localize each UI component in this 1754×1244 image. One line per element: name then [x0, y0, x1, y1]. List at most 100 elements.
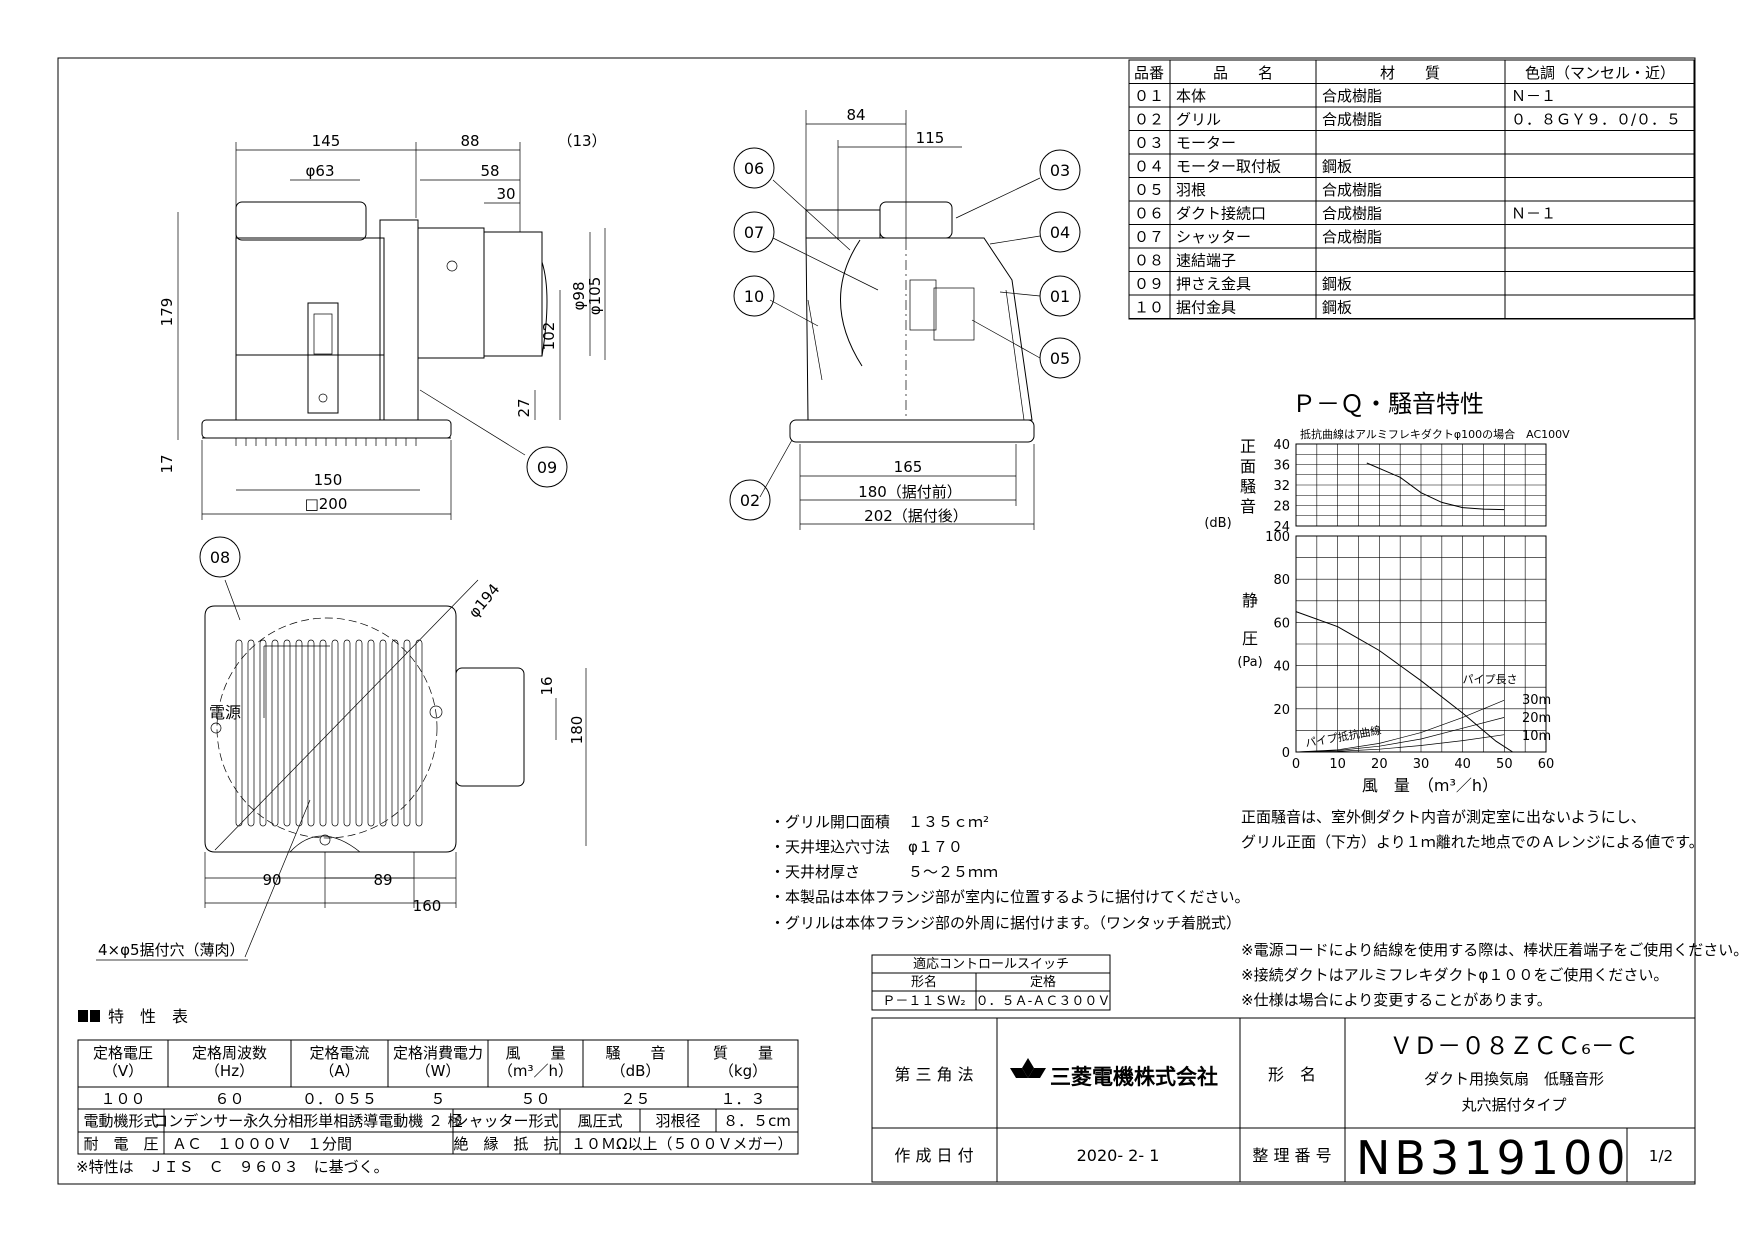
spec-value-grille-area: １３５ｃｍ²: [908, 813, 989, 831]
parts-row-material: 合成樹脂: [1322, 181, 1382, 199]
pipe-curve-label: パイプ抵抗曲線: [1304, 723, 1382, 750]
noise-tick: 28: [1273, 500, 1290, 515]
bottom-view-dims: φ194 16 180 90 89 160 電源 4×φ5据付穴（薄肉） 08: [96, 536, 586, 961]
pressure-tick: 20: [1273, 703, 1290, 718]
date-label: 作 成 日 付: [894, 1146, 973, 1165]
noise-tick: 40: [1273, 438, 1290, 453]
switch-model: Ｐ－１１ＳＷ₂: [882, 994, 965, 1009]
x-tick: 30: [1413, 757, 1430, 772]
parts-row-name: ダクト接続口: [1176, 205, 1266, 223]
model-desc-1: ダクト用換気扇 低騒音形: [1424, 1070, 1604, 1088]
parts-row-material: 合成樹脂: [1322, 228, 1382, 246]
dim-27: 27: [515, 398, 533, 417]
char-header: 定格周波数: [192, 1044, 267, 1062]
dim-165: 165: [894, 458, 923, 476]
pressure-axis-label-1: 静: [1242, 591, 1258, 610]
blade-value: ８．５cm: [723, 1112, 791, 1130]
characteristics-footnote: ※特性は ＪＩＳ Ｃ ９６０３ に基づく。: [76, 1158, 389, 1176]
noise-tick: 32: [1273, 479, 1290, 494]
noise-axis-label: 正面騒音: [1240, 437, 1256, 516]
insulation-value: １０ＭΩ以上（５００Ｖメガー）: [571, 1135, 792, 1153]
spec-label-grille-area: ・グリル開口面積: [770, 813, 890, 831]
callout-04: 04: [1050, 223, 1070, 242]
dim-84: 84: [846, 106, 865, 124]
x-tick: 20: [1371, 757, 1388, 772]
parts-row-name: モーター: [1176, 134, 1236, 152]
parts-row-color: Ｎ－１: [1511, 87, 1556, 105]
dim-180-before: 180（据付前）: [858, 483, 962, 501]
char-header-unit: （kg）: [719, 1062, 767, 1080]
switch-header-model: 形名: [911, 974, 937, 990]
withstand-label: 耐 電 圧: [83, 1135, 158, 1153]
shutter-label: シャッター形式: [453, 1112, 558, 1130]
insulation-label: 絶 縁 抵 抗: [453, 1135, 558, 1153]
switch-header-rating: 定格: [1030, 974, 1056, 990]
char-value: ０．０５５: [302, 1090, 377, 1108]
parts-header-color: 色調（マンセル・近）: [1525, 64, 1675, 82]
dim-102: 102: [540, 322, 558, 351]
spec-value-ceiling-hole: φ１７０: [908, 838, 963, 856]
parts-row-name: 羽根: [1176, 181, 1206, 199]
shutter-value: 風圧式: [577, 1112, 622, 1130]
dim-179: 179: [158, 298, 176, 327]
callout-01: 01: [1050, 287, 1070, 306]
char-header-unit: （W）: [416, 1062, 461, 1080]
projection-label: 第 三 角 法: [894, 1065, 973, 1084]
char-header-unit: （m³／h）: [498, 1062, 573, 1080]
install-note-1: ・本製品は本体フランジ部が室内に位置するように据付けてください。: [770, 888, 1250, 906]
x-tick: 60: [1538, 757, 1555, 772]
pressure-tick: 80: [1273, 573, 1290, 588]
side-view-dims: 84 115 165 180（据付前） 202（据付後） 06 07 10 03…: [729, 106, 1081, 525]
pressure-unit: (Pa): [1237, 655, 1262, 670]
dim-phi194: φ194: [465, 580, 504, 621]
parts-row-material: 合成樹脂: [1322, 111, 1382, 129]
parts-row-no: ０４: [1134, 158, 1164, 176]
pq-noise-note: 抵抗曲線はアルミフレキダクトφ100の場合 AC100V: [1300, 427, 1570, 441]
char-header: 定格電流: [309, 1044, 369, 1062]
pipe-curve: [1295, 734, 1505, 753]
switch-table: 適応コントロールスイッチ 形名 定格 Ｐ－１１ＳＷ₂ ０．５Ａ-ＡＣ３００Ｖ: [871, 954, 1111, 1011]
pipe-curve: [1295, 699, 1505, 753]
dim-115: 115: [916, 129, 945, 147]
remark-1: ※電源コードにより結線を使用する際は、棒状圧着端子をご使用ください。: [1241, 941, 1748, 959]
callout-02: 02: [740, 491, 760, 510]
noise-tick: 36: [1273, 459, 1290, 474]
characteristics-table: 特 性 表 定格電圧（V）定格周波数（Hz）定格電流（A）定格消費電力（W）風 …: [76, 1007, 799, 1176]
motor-type-label: 電動機形式: [83, 1112, 158, 1130]
parts-row-no: ０２: [1134, 111, 1164, 129]
callout-09: 09: [537, 458, 557, 477]
mitsubishi-logo-icon: [1010, 1058, 1046, 1078]
pq-curve: [1295, 611, 1513, 753]
dim-16: 16: [538, 676, 556, 695]
parts-row-name: 本体: [1176, 87, 1206, 105]
parts-row-material: 合成樹脂: [1322, 205, 1382, 223]
dim-180-bottom: 180: [568, 716, 586, 745]
parts-row-no: ０９: [1134, 275, 1164, 293]
spec-label-ceiling-thickness: ・天井材厚さ: [770, 863, 860, 881]
remark-2: ※接続ダクトはアルミフレキダクトφ１００をご使用ください。: [1241, 966, 1668, 984]
parts-header-no: 品番: [1134, 64, 1164, 82]
char-header: 定格消費電力: [393, 1044, 483, 1062]
title-block: 第 三 角 法 三菱電機株式会社 形 名 ＶＤ－０８ＺＣＣ₆－Ｃ ダクト用換気扇…: [871, 1017, 1696, 1185]
number-label: 整 理 番 号: [1252, 1146, 1331, 1165]
model-label: 形 名: [1268, 1065, 1316, 1084]
model-desc-2: 丸穴据付タイプ: [1461, 1096, 1566, 1114]
dim-150: 150: [314, 471, 343, 489]
dim-13: （13）: [557, 132, 606, 150]
drawing-number: NB319100: [1356, 1131, 1630, 1185]
parts-row-material: 鋼板: [1322, 299, 1352, 317]
parts-row-name: 速結端子: [1176, 252, 1236, 270]
spec-value-ceiling-thickness: ５～２５ｍｍ: [908, 863, 998, 881]
label-power: 電源: [209, 703, 241, 722]
pressure-axis-label-2: 圧: [1242, 629, 1258, 648]
pq-chart-title: Ｐ－Ｑ・騒音特性: [1292, 390, 1484, 418]
char-value: ６０: [214, 1090, 244, 1108]
pipe-10m: 10m: [1522, 729, 1551, 744]
pq-note-2: グリル正面（下方）より１ｍ離れた地点でのＡレンジによる値です。: [1241, 833, 1704, 851]
parts-row-name: グリル: [1176, 111, 1221, 129]
x-tick: 50: [1496, 757, 1513, 772]
